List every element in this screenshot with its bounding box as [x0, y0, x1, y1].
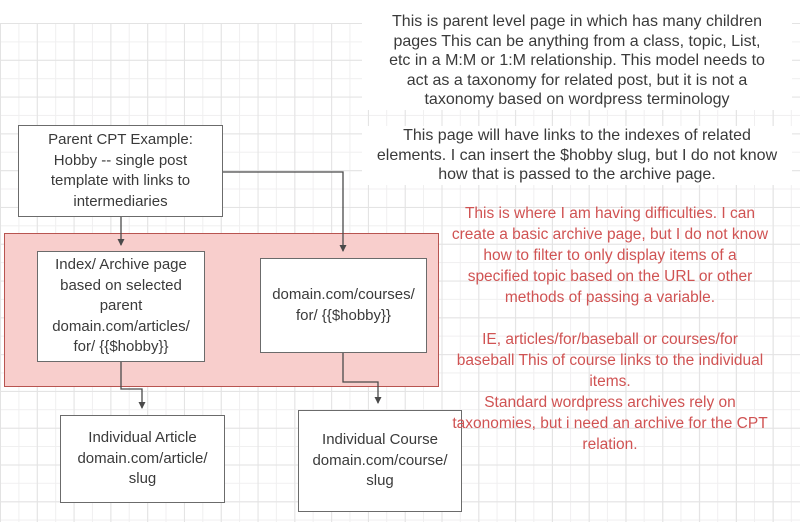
connector-parent-to-courses[interactable]: [223, 171, 347, 252]
connector-courses-to-course[interactable]: [342, 353, 382, 404]
node-parent-cpt[interactable]: Parent CPT Example: Hobby -- single post…: [18, 125, 223, 217]
note-parent-level-description[interactable]: This is parent level page in which has m…: [362, 12, 792, 110]
note-links-to-indexes[interactable]: This page will have links to the indexes…: [362, 126, 792, 185]
connector-index-archive-to-article[interactable]: [120, 362, 146, 409]
node-individual-course[interactable]: Individual Course domain.com/course/ slu…: [298, 410, 462, 512]
node-individual-article[interactable]: Individual Article domain.com/article/ s…: [60, 415, 225, 503]
node-courses-url[interactable]: domain.com/courses/ for/ {{$hobby}}: [260, 258, 427, 353]
node-index-archive-page[interactable]: Index/ Archive page based on selected pa…: [37, 251, 205, 362]
note-difficulties-red[interactable]: This is where I am having difficulties. …: [451, 205, 769, 453]
